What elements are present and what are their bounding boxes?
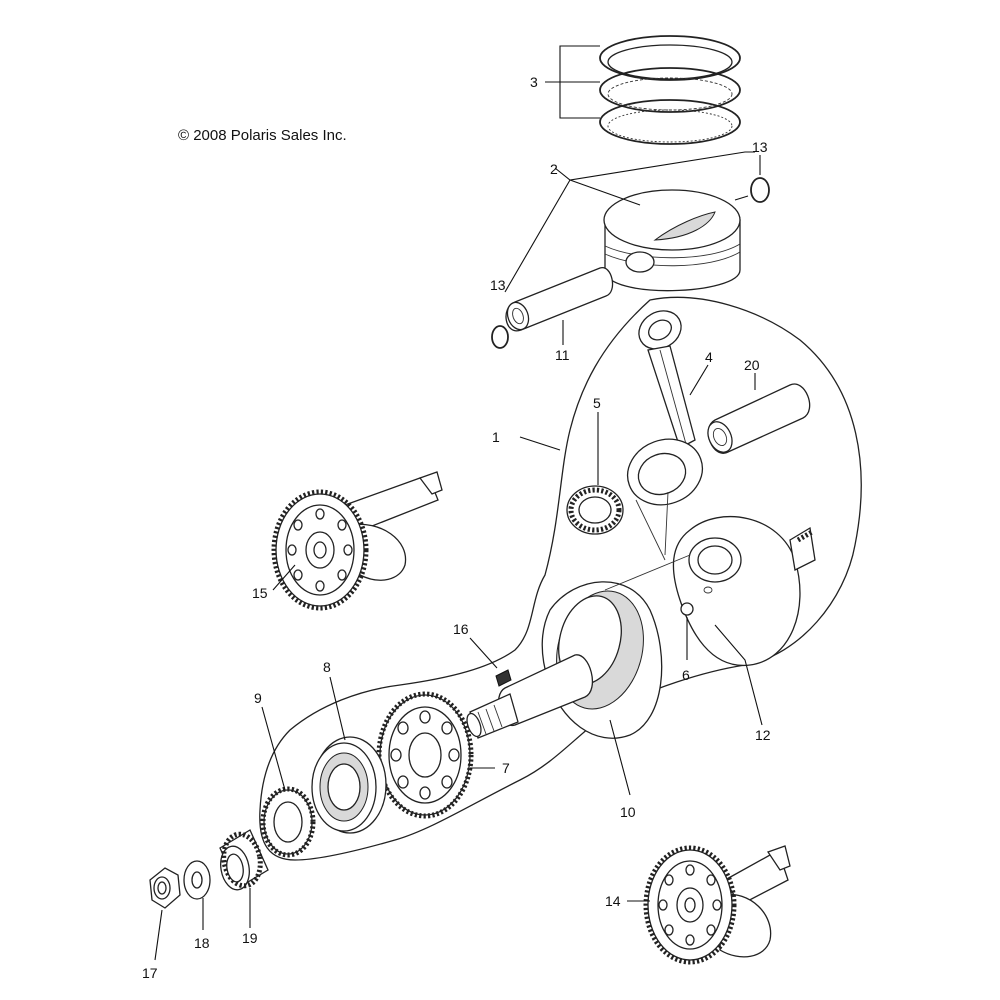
crank-half-right <box>672 516 816 666</box>
needle-bearing <box>219 829 269 891</box>
label-8: 8 <box>323 659 331 675</box>
check-ball <box>680 602 694 616</box>
wrist-pin <box>707 383 811 454</box>
label-3: 3 <box>530 74 538 90</box>
label-2: 2 <box>550 161 558 177</box>
label-1: 1 <box>492 429 500 445</box>
label-13-top: 13 <box>752 139 768 155</box>
label-17: 17 <box>142 965 158 981</box>
label-12: 12 <box>755 727 771 743</box>
piston-rings <box>599 35 741 145</box>
circlip-left <box>491 325 509 349</box>
washer <box>183 860 211 900</box>
drive-gear <box>376 691 474 819</box>
crank-gear <box>260 786 316 858</box>
label-16: 16 <box>453 621 469 637</box>
label-13-left: 13 <box>490 277 506 293</box>
circlip-right <box>750 177 770 203</box>
balance-shaft-15 <box>271 471 443 611</box>
balance-shaft-14 <box>643 845 791 965</box>
label-19: 19 <box>242 930 258 946</box>
woodruff-key <box>495 669 512 687</box>
label-7: 7 <box>502 760 510 776</box>
label-9: 9 <box>254 690 262 706</box>
connecting-rod <box>627 310 703 506</box>
label-11: 11 <box>555 347 570 363</box>
nut <box>149 867 181 909</box>
label-5: 5 <box>593 395 601 411</box>
label-14: 14 <box>605 893 621 909</box>
label-4: 4 <box>705 349 713 365</box>
piston <box>603 189 741 292</box>
label-6: 6 <box>682 667 690 683</box>
label-18: 18 <box>194 935 210 951</box>
label-10: 10 <box>620 804 636 820</box>
piston-pin <box>505 267 614 332</box>
needle-bearing-small-end <box>566 485 624 535</box>
crank-half-left <box>466 581 663 739</box>
crankshaft-assembly-outline <box>259 296 862 861</box>
label-15: 15 <box>252 585 268 601</box>
main-bearing <box>311 736 387 834</box>
label-20: 20 <box>744 357 760 373</box>
copyright-text: © 2008 Polaris Sales Inc. <box>178 127 347 144</box>
